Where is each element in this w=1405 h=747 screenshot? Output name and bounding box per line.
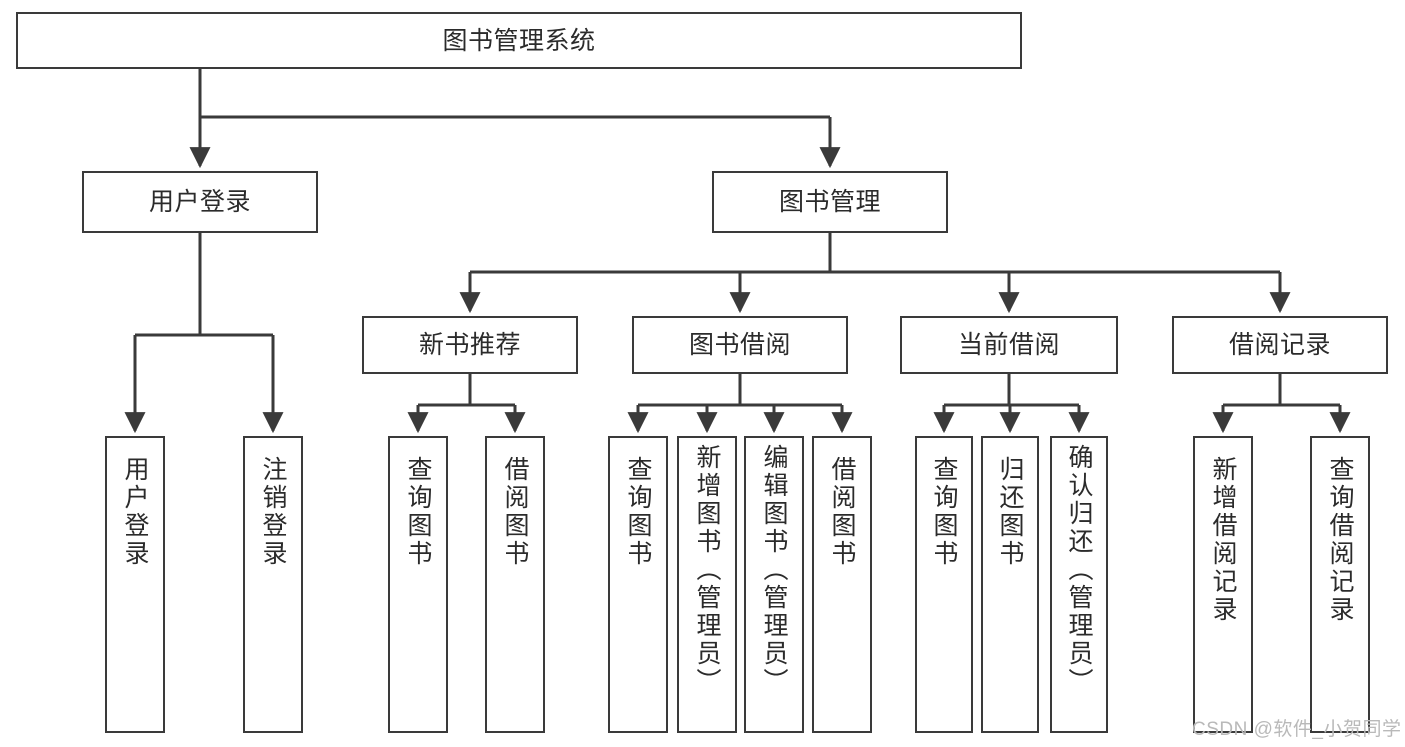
node-current-borrow-label: 当前借阅: [957, 331, 1060, 359]
node-book-manage[interactable]: 图书管理: [712, 171, 948, 233]
node-leaf-add-book-admin[interactable]: 新增图书（管理员）: [677, 436, 737, 733]
node-book-borrow-label: 图书借阅: [688, 331, 791, 359]
node-leaf-query-book-3-label: 查询图书: [930, 456, 958, 568]
node-leaf-user-login-label: 用户登录: [121, 456, 149, 568]
node-new-book-recommend-label: 新书推荐: [418, 331, 521, 359]
node-user-login-label: 用户登录: [148, 188, 251, 216]
node-leaf-user-login[interactable]: 用户登录: [105, 436, 165, 733]
node-leaf-query-borrow-record[interactable]: 查询借阅记录: [1310, 436, 1370, 733]
node-borrow-record-label: 借阅记录: [1228, 331, 1331, 359]
node-leaf-add-borrow-record-label: 新增借阅记录: [1209, 456, 1237, 624]
node-leaf-edit-book-admin-label: 编辑图书（管理员）: [760, 444, 788, 696]
node-leaf-user-logout[interactable]: 注销登录: [243, 436, 303, 733]
node-leaf-add-book-admin-label: 新增图书（管理员）: [693, 444, 721, 696]
node-borrow-record[interactable]: 借阅记录: [1172, 316, 1388, 374]
node-book-manage-label: 图书管理: [778, 188, 881, 216]
node-root[interactable]: 图书管理系统: [16, 12, 1022, 69]
node-leaf-query-book-1[interactable]: 查询图书: [388, 436, 448, 733]
node-leaf-query-book-2[interactable]: 查询图书: [608, 436, 668, 733]
node-leaf-user-logout-label: 注销登录: [259, 456, 287, 568]
node-root-label: 图书管理系统: [442, 26, 596, 55]
node-leaf-query-book-2-label: 查询图书: [624, 456, 652, 568]
node-new-book-recommend[interactable]: 新书推荐: [362, 316, 578, 374]
node-leaf-borrow-book-1[interactable]: 借阅图书: [485, 436, 545, 733]
node-leaf-query-borrow-record-label: 查询借阅记录: [1326, 456, 1354, 624]
node-leaf-return-book[interactable]: 归还图书: [981, 436, 1039, 733]
node-user-login[interactable]: 用户登录: [82, 171, 318, 233]
node-book-borrow[interactable]: 图书借阅: [632, 316, 848, 374]
node-leaf-borrow-book-2[interactable]: 借阅图书: [812, 436, 872, 733]
node-leaf-confirm-return-admin[interactable]: 确认归还（管理员）: [1050, 436, 1108, 733]
node-leaf-query-book-3[interactable]: 查询图书: [915, 436, 973, 733]
node-leaf-edit-book-admin[interactable]: 编辑图书（管理员）: [744, 436, 804, 733]
node-leaf-add-borrow-record[interactable]: 新增借阅记录: [1193, 436, 1253, 733]
node-leaf-return-book-label: 归还图书: [996, 456, 1024, 568]
node-leaf-borrow-book-2-label: 借阅图书: [828, 456, 856, 568]
node-leaf-confirm-return-admin-label: 确认归还（管理员）: [1065, 444, 1093, 696]
node-leaf-borrow-book-1-label: 借阅图书: [501, 456, 529, 568]
node-current-borrow[interactable]: 当前借阅: [900, 316, 1118, 374]
watermark: CSDN @软件_小贺同学: [1192, 719, 1402, 740]
node-leaf-query-book-1-label: 查询图书: [404, 456, 432, 568]
